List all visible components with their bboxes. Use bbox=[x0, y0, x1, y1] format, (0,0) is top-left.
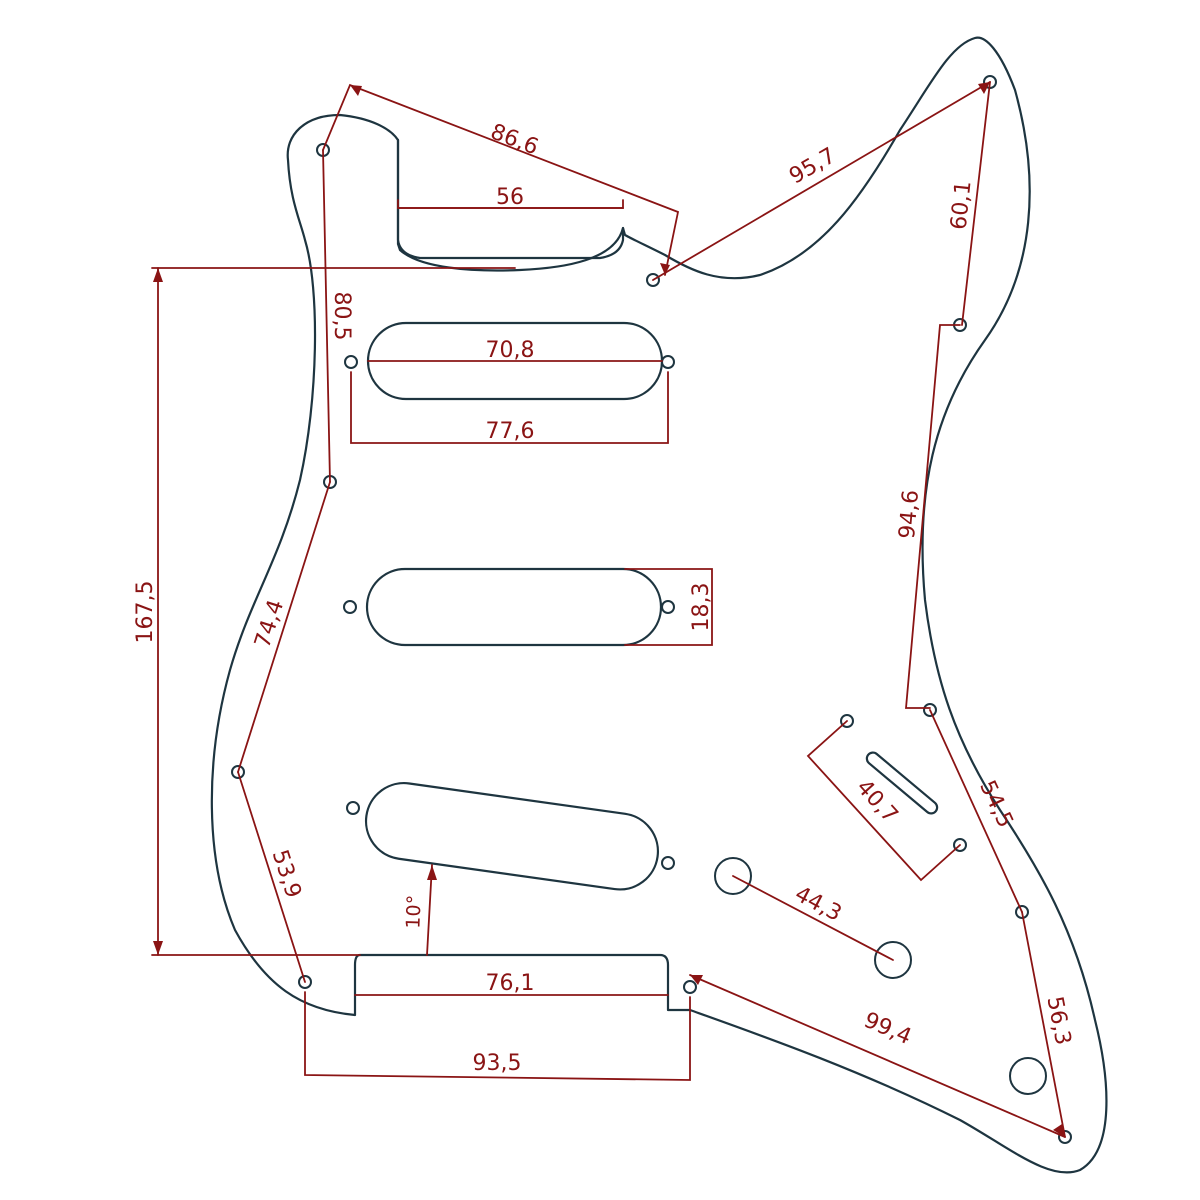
label-167-5: 167,5 bbox=[133, 581, 158, 644]
label-99-4: 99,4 bbox=[860, 1008, 915, 1050]
dimension-line-94-6 bbox=[905, 324, 961, 709]
label-77-6: 77,6 bbox=[486, 419, 535, 444]
screw-hole bbox=[661, 355, 675, 369]
dimension-line-93-5 bbox=[304, 991, 691, 1081]
dimension-line-60-1 bbox=[961, 81, 991, 326]
label-40-7: 40,7 bbox=[851, 775, 902, 828]
arrowhead bbox=[350, 85, 362, 96]
label-95-7: 95,7 bbox=[785, 143, 840, 189]
arrowhead bbox=[427, 865, 437, 880]
arrowhead bbox=[690, 975, 703, 985]
screw-hole bbox=[683, 980, 697, 994]
middle-pickup-slot bbox=[365, 567, 663, 647]
label-80-5: 80,5 bbox=[329, 292, 354, 341]
label-18-3: 18,3 bbox=[689, 583, 714, 632]
label-93-5: 93,5 bbox=[473, 1051, 522, 1076]
dimension-line-56-3 bbox=[1021, 911, 1066, 1138]
switch-slot bbox=[865, 751, 939, 815]
dimension-line-95-7 bbox=[652, 81, 991, 281]
label-86-6: 86,6 bbox=[487, 119, 542, 160]
tone2-pot-hole bbox=[1009, 1057, 1047, 1095]
label-70-8: 70,8 bbox=[486, 338, 535, 363]
label-53-9: 53,9 bbox=[267, 847, 306, 901]
label-76-1: 76,1 bbox=[486, 971, 535, 996]
screw-hole bbox=[661, 856, 675, 870]
label-74-4: 74,4 bbox=[250, 597, 289, 651]
arrowhead bbox=[660, 263, 670, 275]
pickguard-outline bbox=[210, 36, 1108, 1174]
dimension-line-53-9 bbox=[237, 771, 306, 983]
neck-pocket-edge bbox=[396, 138, 625, 260]
screw-hole bbox=[343, 600, 357, 614]
screw-hole bbox=[346, 801, 360, 815]
label-56: 56 bbox=[496, 185, 524, 210]
dimension-line-40-7 bbox=[806, 720, 961, 882]
label-10-degrees: 10° bbox=[402, 895, 425, 929]
screw-hole bbox=[344, 355, 358, 369]
arrowhead bbox=[978, 82, 990, 94]
bridge-pickup-slot bbox=[364, 782, 660, 891]
label-94-6: 94,6 bbox=[895, 489, 924, 540]
arrowhead bbox=[153, 941, 163, 955]
dimension-line-99-4 bbox=[689, 974, 1066, 1138]
dimension-line-44-3 bbox=[732, 875, 894, 961]
dimension-line-80-5 bbox=[322, 149, 331, 483]
dimension-line-74-4 bbox=[237, 481, 331, 773]
dimension-line-54-5 bbox=[929, 709, 1023, 913]
arrowhead bbox=[153, 268, 163, 282]
label-60-1: 60,1 bbox=[947, 180, 977, 231]
arrowhead bbox=[1053, 1124, 1065, 1137]
dimension-line-86-6 bbox=[322, 83, 680, 276]
dimension-line-18-3 bbox=[624, 568, 713, 646]
screw-hole bbox=[661, 600, 675, 614]
dimension-line-77-6 bbox=[350, 371, 669, 444]
